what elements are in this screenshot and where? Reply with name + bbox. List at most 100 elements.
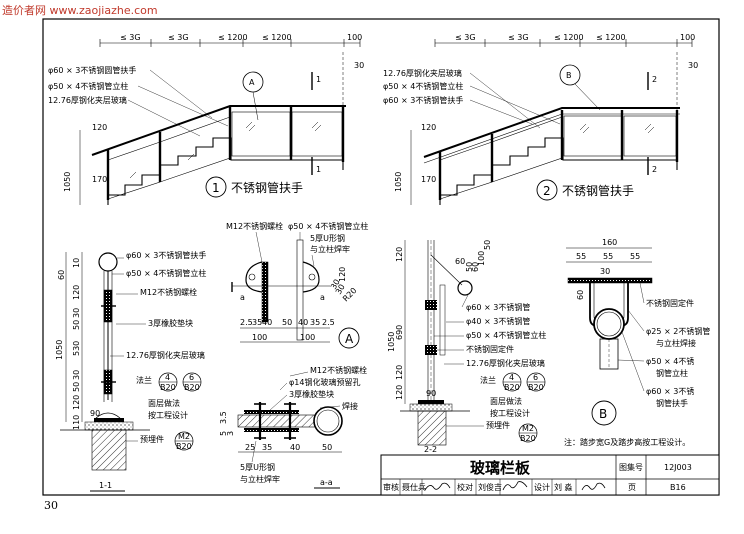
v1-title: 不锈钢管扶手	[231, 180, 303, 195]
s22-dim-690: 690	[395, 325, 404, 340]
detail-b-callout-weld: 与立柱焊接	[656, 338, 696, 348]
detail-b-callout-post2: 钢管立柱	[656, 368, 688, 378]
section-aa-title: a-a	[320, 478, 333, 487]
s22-callout-glass: 12.76厚钢化夹层玻璃	[466, 358, 545, 368]
s11-callout-rubber: 3厚橡胶垫块	[148, 318, 193, 328]
titleblock-design-label: 设计	[534, 482, 550, 492]
titleblock-atlas-value: 12J003	[664, 463, 692, 472]
v1-dim-170: 170	[92, 175, 107, 184]
note-text: 注：踏步宽G及踏步高按工程设计。	[564, 437, 690, 447]
v2-dim-3: ≤ 1200	[554, 33, 584, 42]
s11-dim-60: 60	[57, 270, 66, 280]
section-aa-dim-35b: 35	[262, 443, 272, 452]
detail-a-dim-b1: 2.5	[240, 318, 253, 327]
section-aa-dim-40: 40	[290, 443, 300, 452]
s22-ref3-top: M2	[522, 424, 534, 433]
detail-a-dim-30b: 30	[334, 283, 347, 296]
detail-b: 160 55 55 55 30 60 不锈钢固定件 φ25 × 2不锈钢管 与立…	[564, 238, 710, 447]
section-aa-callout-hole: φ14钢化玻璃预留孔	[289, 377, 360, 387]
s22-ref1-top: 4	[509, 373, 514, 382]
detail-a-section-a-right: a	[320, 293, 325, 302]
v2-title: 不锈钢管扶手	[562, 183, 634, 198]
v2-callout-glass: 12.76厚钢化夹层玻璃	[383, 68, 462, 78]
v2-dim-4: ≤ 1200	[596, 33, 626, 42]
page-number: 30	[44, 499, 58, 512]
section-aa-dim-3: 3	[226, 431, 235, 436]
titleblock-designer: 刘 淼	[554, 482, 573, 492]
detail-a-dim-100a: 100	[252, 333, 267, 342]
s11-ref3-top: M2	[178, 432, 190, 441]
s22-dim-50b: 50	[483, 240, 492, 250]
s22-dim-120c: 120	[395, 385, 404, 400]
s22-dim-120a: 120	[395, 247, 404, 262]
s11-dim-120: 120	[72, 285, 81, 300]
signature-check	[502, 481, 528, 491]
detail-a: a a M12不锈钢螺栓 φ50 × 4不锈钢管立柱 5厚U形钢 与立柱焊牢 1…	[226, 221, 368, 349]
v1-callout-handrail: φ60 × 3不锈钢圆管扶手	[48, 65, 136, 75]
detail-a-dim-100b: 100	[300, 333, 315, 342]
s22-callout-60: φ60 × 3不锈钢管	[466, 302, 530, 312]
titleblock-page-label: 页	[628, 483, 636, 492]
titleblock-atlas-label: 图集号	[619, 462, 643, 472]
v1-section-mark-top: 1	[316, 75, 321, 84]
s11-callout-embed: 预埋件	[140, 434, 164, 444]
s22-title: 2-2	[424, 445, 437, 454]
watermark-text: 造价者网 www.zaojiazhe.com	[2, 4, 158, 17]
v1-dim-3: ≤ 1200	[218, 33, 248, 42]
titleblock-review-label: 审核	[383, 482, 399, 492]
v2-dim-5: 100	[680, 33, 695, 42]
detail-a-dim-b3: 40	[262, 318, 272, 327]
v2-dim-170: 170	[421, 175, 436, 184]
detail-a-label: A	[345, 332, 354, 346]
s22-dim-120b: 120	[395, 365, 404, 380]
detail-a-dim-b6: 35	[310, 318, 320, 327]
s22-dim-50: 50	[465, 262, 474, 272]
s22-dim-90: 90	[426, 389, 436, 398]
section-aa-callout-bolt: M12不锈钢螺栓	[310, 365, 367, 375]
s11-ref3-bot: B20	[176, 442, 192, 451]
s22-dim-100: 100	[477, 251, 486, 266]
detail-b-dim-55b: 55	[603, 252, 613, 261]
s11-dim-50a: 50	[72, 320, 81, 330]
s11-dim-10: 10	[72, 258, 81, 268]
s22-callout-finish: 面层做法	[490, 396, 522, 406]
s11-title: 1-1	[99, 481, 112, 490]
s22-ref3-bot: B20	[520, 434, 536, 443]
section-aa-callout-u: 5厚U形钢	[240, 462, 275, 472]
detail-a-callout-bolt: M12不锈钢螺栓	[226, 221, 283, 231]
s22-callout-post: φ50 × 4不锈钢管立柱	[466, 330, 546, 340]
v1-dim-5: 100	[347, 33, 362, 42]
v1-dim-4: ≤ 1200	[262, 33, 292, 42]
s11-ref1-top: 4	[165, 373, 170, 382]
detail-b-callout-rail2: 钢管扶手	[656, 398, 688, 408]
section-aa-dim-5: 5	[219, 431, 228, 436]
v2-callout-post: φ50 × 4不锈钢管立柱	[383, 81, 463, 91]
detail-a-section-a: a	[240, 293, 245, 302]
detail-a-dim-b2: 35	[252, 318, 262, 327]
s22-ref2-bot: B20	[528, 383, 544, 392]
s11-dim-30b: 30	[72, 370, 81, 380]
v1-callout-glass: 12.76厚钢化夹层玻璃	[48, 95, 127, 105]
s22-callout-40: φ40 × 3不锈钢管	[466, 316, 530, 326]
s11-dim-50b: 50	[72, 382, 81, 392]
s11-dim-120b: 120	[72, 395, 81, 410]
v2-section-mark-bottom: 2	[652, 165, 657, 174]
detail-b-callout-rail: φ60 × 3不锈	[646, 386, 694, 396]
v2-dim-30: 30	[688, 61, 698, 70]
titleblock-page-value: B16	[670, 483, 686, 492]
section-aa-dim-50: 50	[322, 443, 332, 452]
v2-dim-1050: 1050	[394, 172, 403, 192]
s22-callout-by-design: 按工程设计	[490, 408, 530, 418]
v2-circle-number: 2	[543, 184, 551, 198]
s11-dim-90: 90	[90, 409, 100, 418]
detail-b-dim-160: 160	[602, 238, 617, 247]
s11-callout-finish: 面层做法	[148, 398, 180, 408]
section-aa-callout-weld: 焊接	[342, 401, 358, 411]
v1-dim-120: 120	[92, 123, 107, 132]
title-block: 玻璃栏板 图集号 12J003 页 B16 审核 聂仕兵 校对 刘俊吉 设计 刘…	[380, 454, 720, 496]
v1-dim-30: 30	[354, 61, 364, 70]
s11-dim-1050: 1050	[55, 340, 64, 360]
section-aa-dim-25: 25	[245, 443, 255, 452]
detail-a-callout-u: 5厚U形钢	[310, 233, 345, 243]
